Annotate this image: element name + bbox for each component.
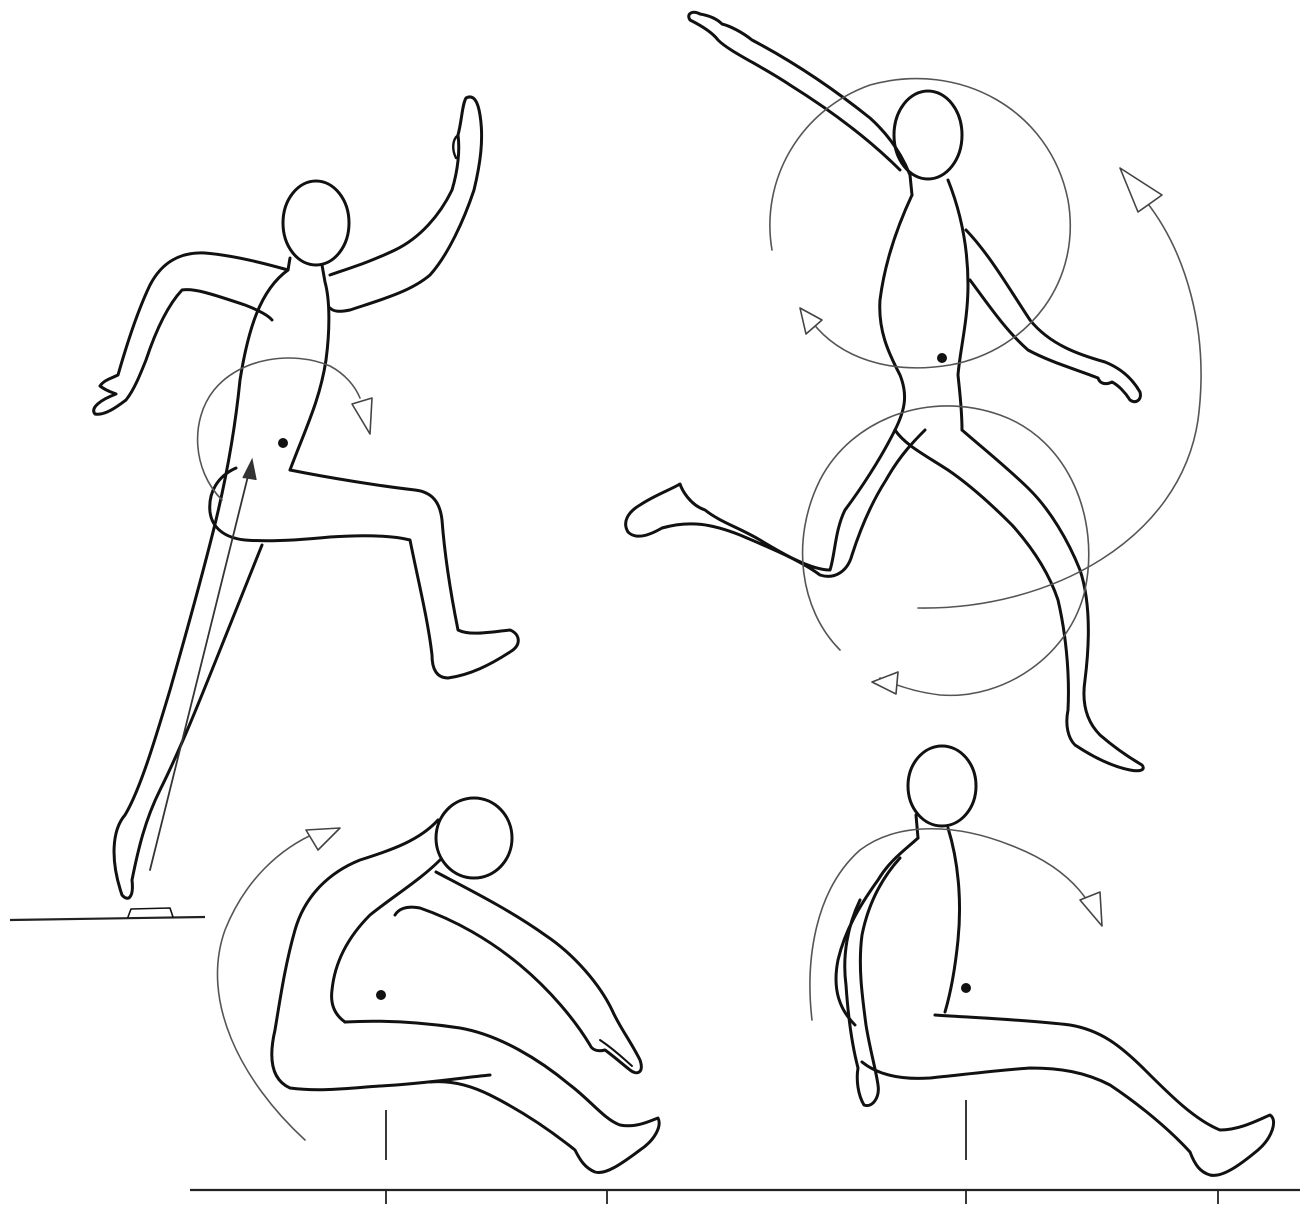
takeoff-rotation-arrowhead: [352, 398, 372, 434]
flight-torso-left: [880, 195, 912, 430]
takeoff-thrust-arrowhead: [243, 460, 256, 480]
landing-pike-back: [272, 820, 490, 1090]
takeoff-raised-arm: [330, 97, 482, 311]
landing-ground: [190, 1190, 1300, 1204]
landing-pike-rotation-arrowhead: [306, 828, 340, 850]
takeoff-center-of-mass: [278, 438, 288, 448]
flight-body-rotation-arrowhead: [1120, 168, 1162, 212]
landing-pike-hand: [600, 1040, 632, 1066]
landing-pike-rotation-arc: [217, 832, 318, 1140]
takeoff-thrust-line: [150, 468, 250, 870]
flight-hip: [895, 430, 948, 470]
flight-lower-arm: [966, 230, 1140, 402]
landing-sit-center-of-mass: [961, 983, 971, 993]
landing-pike-torso-front: [332, 860, 440, 1022]
landing-sit-figure: [810, 746, 1274, 1175]
takeoff-lead-leg: [210, 468, 519, 678]
landing-sit-rotation-arrowhead: [1080, 892, 1102, 926]
takeoff-back-arm: [94, 253, 288, 414]
takeoff-figure: [10, 97, 518, 920]
landing-sit-legs: [862, 1015, 1274, 1175]
takeoff-ground-line: [10, 917, 205, 920]
flight-leg-rotation-arrowhead: [872, 672, 898, 694]
takeoff-head: [283, 181, 349, 265]
landing-sit-neck: [916, 815, 918, 838]
landing-pike-figure: [217, 798, 659, 1173]
flight-figure: [626, 12, 1201, 770]
landing-pike-legs: [345, 1021, 659, 1172]
flight-torso-right: [948, 180, 968, 430]
flight-front-leg: [948, 430, 1143, 771]
landing-sit-torso-front: [945, 828, 960, 1012]
flight-head: [894, 91, 962, 179]
takeoff-right-torso: [290, 265, 329, 470]
flight-leg-rotation-circle: [803, 406, 1089, 695]
flight-back-leg: [626, 430, 925, 576]
landing-sit-head: [908, 746, 976, 826]
landing-pike-center-of-mass: [376, 990, 386, 1000]
landing-pike-head: [436, 798, 512, 878]
flight-raised-arm: [689, 12, 912, 195]
takeoff-left-outline: [114, 258, 290, 898]
takeoff-board: [128, 908, 173, 917]
flight-center-of-mass: [937, 353, 947, 363]
